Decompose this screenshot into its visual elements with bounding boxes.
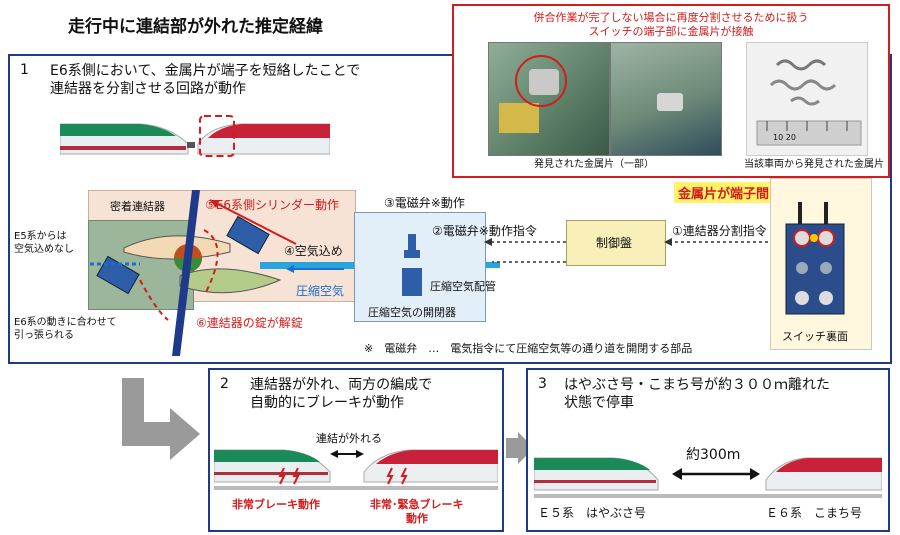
panel-1-heading-line2: 連結器を分割させる回路が動作 [50, 81, 246, 97]
valve-box [354, 212, 486, 322]
panel-1-number: 1 [20, 62, 29, 78]
valve-box-label: 圧縮空気の開閉器 [368, 306, 456, 319]
page-title: 走行中に連結部が外れた推定経緯 [68, 17, 323, 37]
photo-1-label: 発見された金属片（一部） [534, 159, 654, 170]
step4-label: ④空気込め [284, 244, 343, 258]
right-train-label: Ｅ６系 こまち号 [766, 506, 863, 520]
coupler-label: 密着連結器 [110, 200, 165, 213]
panel-step-2: 2 連結器が外れ、両方の編成で 自動的にブレーキが動作 連結が外れる 非常ブレー… [208, 368, 504, 532]
panel-2-heading-line2: 自動的にブレーキが動作 [250, 395, 404, 411]
compressed-air-label: 圧縮空気 [296, 284, 345, 298]
pipe-label: 圧縮空気配管 [430, 280, 496, 293]
switch-back-label: スイッチ裏面 [782, 330, 848, 343]
panel-3-heading-line1: はやぶさ号・こまち号が約３００ｍ離れた [564, 377, 830, 393]
panel-step-3: 3 はやぶさ号・こまち号が約３００ｍ離れた 状態で停車 約300m Ｅ５系 はや… [526, 368, 890, 532]
coupled-trains-illustration [60, 115, 330, 157]
step1-label: ①連結器分割指令 [672, 224, 767, 238]
step5-label: ⑤E6系側シリンダー動作 [205, 198, 339, 212]
inset-caption-line2: スイッチの端子部に金属片が接触 [588, 25, 754, 38]
separated-label: 連結が外れる [316, 432, 382, 445]
panel-2-number: 2 [220, 376, 229, 392]
inset-caption-line1: 併合作業が完了しない場合に再度分割させるために扱う [533, 11, 809, 24]
step3-label: ③電磁弁※動作 [384, 196, 465, 210]
right-brake-line2: 動作 [406, 512, 428, 525]
solenoid-valve-icon [402, 234, 422, 296]
footnote: ※ 電磁弁 … 電気指令にて圧縮空気等の通り道を開閉する部品 [364, 342, 693, 355]
inset-photo-panel: 併合作業が完了しない場合に再度分割させるために扱う スイッチの端子部に金属片が接… [452, 4, 890, 178]
step2-label: ②電磁弁※動作指令 [432, 224, 537, 238]
ruler-text: 10 20 [773, 133, 796, 142]
panel-1-heading-line1: E6系側において、金属片が端子を短絡したことで [50, 63, 361, 79]
switch-back-illustration [785, 202, 845, 315]
panel-2-heading-line1: 連結器が外れ、両方の編成で [250, 377, 433, 393]
right-brake-line1: 非常･緊急ブレーキ [370, 498, 464, 511]
e5-note-line2: 空気込めなし [14, 244, 74, 255]
flow-arrow-right [506, 432, 534, 464]
command-arrows [484, 238, 774, 263]
separated-trains-illustration [214, 449, 498, 490]
panel-3-heading-line2: 状態で停車 [564, 395, 634, 411]
e5-note-line1: E5系からは [14, 231, 67, 242]
step6-label: ⑥連結器の錠が解錠 [196, 316, 303, 330]
control-panel-box [566, 220, 666, 266]
panel-3-number: 3 [538, 376, 547, 392]
left-brake-label: 非常ブレーキ動作 [232, 498, 320, 511]
switch-photo-2 [610, 42, 722, 156]
control-panel-label: 制御盤 [596, 236, 633, 250]
distance-label: 約300m [686, 447, 741, 463]
metal-fragments-photo: 10 20 [746, 42, 868, 156]
flow-arrow-down-right [122, 378, 200, 460]
e5-pull-line2: 引っ張られる [14, 330, 74, 341]
e5-pull-line1: E6系の動きに合わせて [14, 317, 117, 328]
photo-2-label: 当該車両から発見された金属片 [744, 159, 884, 170]
left-train-label: Ｅ５系 はやぶさ号 [538, 506, 647, 520]
stopped-trains-illustration [534, 457, 882, 498]
switch-photo-1 [488, 42, 610, 156]
air-arrow [286, 265, 344, 273]
